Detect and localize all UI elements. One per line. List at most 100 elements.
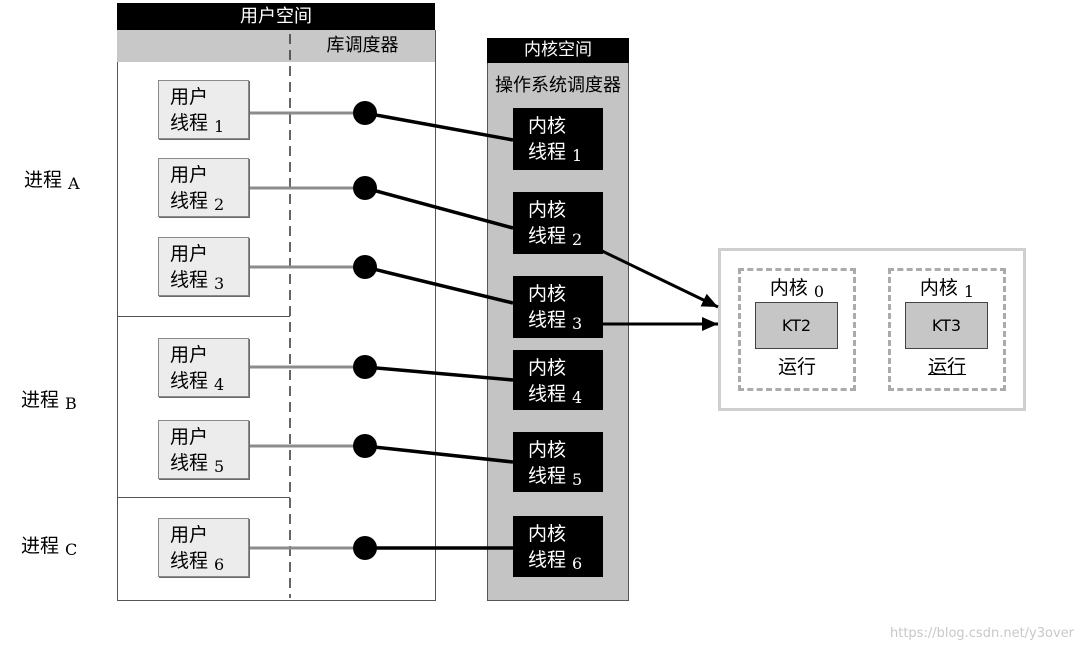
cpu-core-0: 内核 0 KT2 运行: [738, 268, 856, 391]
kernel-thread-number: 2: [572, 230, 583, 249]
user-thread-4: 用户 线程 4: [158, 338, 249, 397]
kernel-mapping-line: [364, 265, 514, 305]
kernel-space-header: 内核空间: [487, 38, 629, 63]
user-thread-2: 用户 线程 2: [158, 158, 249, 217]
user-thread-number: 6: [214, 555, 225, 574]
junction-dot: [353, 536, 377, 560]
user-thread-number: 4: [214, 375, 225, 394]
user-thread-3: 用户 线程 3: [158, 237, 249, 296]
kernel-thread-number: 4: [572, 388, 583, 407]
kernel-mapping-line: [364, 186, 514, 230]
user-thread-name: 线程 3: [170, 267, 248, 294]
junction-dot: [353, 355, 377, 379]
kernel-mapping-line: [364, 111, 514, 142]
core-label: 内核 0: [741, 276, 853, 301]
kernel-thread-4: 内核 线程 4: [513, 350, 603, 410]
user-space-title: 用户空间: [240, 6, 312, 27]
kernel-thread-label: 内核: [528, 115, 567, 137]
kernel-thread-number: 5: [572, 470, 583, 489]
user-thread-number: 2: [214, 195, 225, 214]
watermark: https://blog.csdn.net/y3over: [889, 626, 1074, 641]
junction-dot: [353, 434, 377, 458]
user-space-header: 用户空间: [117, 3, 435, 30]
user-thread-name-text: 线程: [170, 190, 209, 212]
dispatch-arrow: [599, 248, 719, 309]
user-thread-name-text: 线程: [170, 370, 209, 392]
user-thread-6: 用户 线程 6: [158, 518, 249, 577]
core-number: 0: [813, 282, 825, 301]
user-thread-name-text: 线程: [170, 112, 209, 134]
junction-dot: [353, 255, 377, 279]
kernel-thread-3: 内核 线程 3: [513, 276, 603, 338]
user-thread-name: 线程 2: [170, 188, 248, 215]
user-thread-label: 用户: [170, 86, 209, 108]
user-thread-label: 用户: [170, 524, 209, 546]
user-thread-label: 用户: [170, 426, 209, 448]
kernel-thread-label: 内核: [528, 439, 567, 461]
kernel-thread-label: 内核: [528, 199, 567, 221]
core-state: 运行: [927, 356, 966, 378]
kernel-thread-name: 线程 1: [528, 139, 603, 166]
process-c-label: 进程 C: [21, 534, 77, 559]
user-thread-label: 用户: [170, 164, 209, 186]
junction-dot: [353, 176, 377, 200]
kernel-thread-name-text: 线程: [528, 141, 567, 163]
kernel-thread-name-text: 线程: [528, 549, 567, 571]
process-divider: [117, 316, 290, 317]
core-label-text: 内核: [769, 277, 808, 299]
running-kernel-thread: KT2: [755, 302, 838, 349]
library-scheduler-label: 库调度器: [326, 35, 399, 56]
process-letter: C: [65, 540, 78, 559]
kernel-thread-number: 6: [572, 554, 583, 573]
user-thread-label: 用户: [170, 344, 209, 366]
cpu-core-1: 内核 1 KT3 运行: [888, 268, 1006, 391]
kernel-thread-number: 3: [572, 314, 583, 333]
kernel-thread-name: 线程 2: [528, 223, 603, 250]
user-thread-number: 1: [214, 117, 225, 136]
kernel-thread-name-text: 线程: [528, 225, 567, 247]
user-thread-number: 5: [214, 457, 225, 476]
user-thread-name: 线程 5: [170, 450, 248, 477]
kernel-thread-name-text: 线程: [528, 383, 567, 405]
process-label-text: 进程: [21, 389, 60, 411]
user-thread-name: 线程 4: [170, 368, 248, 395]
core-label: 内核 1: [891, 276, 1003, 301]
kernel-thread-name-text: 线程: [528, 309, 567, 331]
user-thread-name: 线程 6: [170, 548, 248, 575]
kernel-thread-name: 线程 6: [528, 547, 603, 574]
kernel-thread-label: 内核: [528, 523, 567, 545]
kernel-thread-label: 内核: [528, 357, 567, 379]
process-letter: B: [65, 394, 77, 413]
os-scheduler-label: 操作系统调度器: [495, 75, 621, 96]
user-thread-name: 线程 1: [170, 110, 248, 137]
core-number: 1: [963, 282, 975, 301]
kernel-thread-2: 内核 线程 2: [513, 192, 603, 254]
kernel-mapping-line: [364, 365, 514, 382]
user-thread-number: 3: [214, 274, 225, 293]
process-label-text: 进程: [24, 169, 63, 191]
user-thread-name-text: 线程: [170, 269, 209, 291]
kernel-space-title: 内核空间: [524, 40, 592, 60]
process-b-label: 进程 B: [21, 388, 77, 413]
library-scheduler-bar: 库调度器: [117, 30, 435, 62]
kernel-thread-label: 内核: [528, 283, 567, 305]
user-thread-name-text: 线程: [170, 452, 209, 474]
user-thread-name-text: 线程: [170, 550, 209, 572]
process-label-text: 进程: [21, 535, 60, 557]
kernel-thread-name: 线程 3: [528, 307, 603, 334]
user-thread-label: 用户: [170, 243, 209, 265]
user-space-area: [117, 30, 436, 601]
kernel-thread-name: 线程 4: [528, 381, 603, 408]
kernel-thread-number: 1: [572, 146, 583, 165]
kernel-mapping-line: [364, 444, 514, 464]
user-thread-1: 用户 线程 1: [158, 80, 249, 139]
running-kernel-thread: KT3: [905, 302, 988, 349]
process-divider: [117, 497, 290, 498]
core-state: 运行: [777, 356, 816, 378]
core-label-text: 内核: [919, 277, 958, 299]
